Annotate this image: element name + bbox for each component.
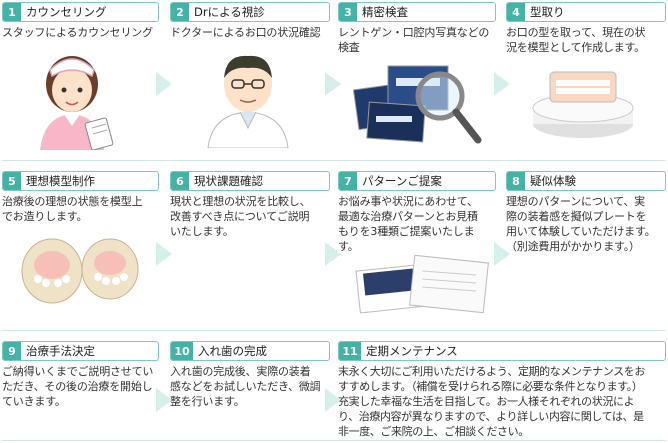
- step-title: 理想模型制作: [26, 174, 95, 188]
- step-description: ご納得いくまでご説明させてい ただき、その後の治療を開始し ていきます。: [2, 365, 154, 408]
- step-description: スタッフによるカウンセリング: [2, 26, 153, 39]
- step-number: 8: [507, 172, 525, 190]
- step-description: ドクターによるお口の状況確認: [170, 26, 321, 39]
- step-header: 11 定期メンテナンス: [338, 341, 666, 361]
- step-number: 10: [171, 342, 193, 360]
- step-header: 3 精密検査: [338, 2, 496, 22]
- nurse-counseling-illustration: [40, 56, 114, 150]
- proposal-documents-illustration: [355, 254, 489, 314]
- step-header: 8 疑似体験: [506, 171, 666, 191]
- impression-tray-illustration: [532, 71, 634, 138]
- step-10: 10 入れ歯の完成 入れ歯の完成後、実際の装着 感などをお試しいただき、微調 整…: [170, 341, 330, 441]
- step-description: お口の型を取って、現在の状 況を模型として作成します。: [506, 26, 646, 54]
- step-number: 11: [339, 342, 361, 360]
- divider: [2, 440, 666, 441]
- step-number: 6: [171, 172, 189, 190]
- step-6: 6 現状課題確認 現状と理想の状況を比較し、 改善すべき点についてご説明 いたし…: [170, 171, 330, 331]
- step-description: 理想のパターンについて、実 際の装着感を擬似プレートを 用いて体験していただけま…: [506, 195, 656, 253]
- step-11: 11 定期メンテナンス 末永く大切にご利用いただけるよう、定期的なメンテナンスを…: [338, 341, 668, 441]
- step-header: 6 現状課題確認: [170, 171, 330, 191]
- step-5: 5 理想模型制作 治療後の理想の状態を模型上 でお造りします。: [2, 171, 162, 331]
- step-description: 入れ歯の完成後、実際の装着 感などをお試しいただき、微調 整を行います。: [170, 365, 321, 408]
- step-header: 4 型取り: [506, 2, 666, 22]
- step-header: 7 パターンご提案: [338, 171, 496, 191]
- flow-arrow: [325, 72, 341, 96]
- step-2: 2 Drによる視診 ドクターによるお口の状況確認: [170, 2, 330, 162]
- step-title: パターンご提案: [362, 174, 442, 188]
- step-description: 治療後の理想の状態を模型上 でお造りします。: [2, 195, 143, 223]
- flow-arrow: [494, 72, 510, 96]
- step-number: 3: [339, 3, 357, 21]
- flow-arrow: [156, 242, 172, 266]
- step-title: カウンセリング: [26, 5, 107, 19]
- step-number: 9: [3, 342, 21, 360]
- step-number: 4: [507, 3, 525, 21]
- step-title: 治療手法決定: [26, 344, 95, 358]
- flow-arrow: [156, 72, 172, 96]
- flow-arrow: [156, 388, 172, 412]
- step-number: 5: [3, 172, 21, 190]
- step-3: 3 精密検査 レントゲン・口腔内写真などの 検査: [338, 2, 498, 162]
- step-description: レントゲン・口腔内写真などの 検査: [338, 26, 490, 54]
- step-9: 9 治療手法決定 ご納得いくまでご説明させてい ただき、その後の治療を開始し て…: [2, 341, 162, 441]
- denture-model-illustration: [21, 238, 139, 304]
- doctor-illustration: [207, 55, 289, 148]
- flow-arrow: [494, 242, 510, 266]
- step-title: 現状課題確認: [194, 174, 263, 188]
- divider: [2, 330, 666, 331]
- flow-arrow: [325, 242, 341, 266]
- xray-magnifier-illustration: [352, 65, 482, 144]
- step-title: 型取り: [530, 5, 565, 19]
- step-7: 7 パターンご提案 お悩み事や状況にあわせて、 最適な治療パターンとお見積 もり…: [338, 171, 498, 331]
- step-4: 4 型取り お口の型を取って、現在の状 況を模型として作成します。: [506, 2, 668, 162]
- step-header: 2 Drによる視診: [170, 2, 330, 22]
- step-number: 7: [339, 172, 357, 190]
- step-title: 精密検査: [362, 5, 408, 19]
- step-title: Drによる視診: [194, 5, 265, 19]
- step-title: 疑似体験: [530, 174, 576, 188]
- step-header: 10 入れ歯の完成: [170, 341, 330, 361]
- step-1: 1 カウンセリング スタッフによるカウンセリング: [2, 2, 159, 162]
- step-title: 定期メンテナンス: [366, 344, 458, 358]
- step-description: 現状と理想の状況を比較し、 改善すべき点についてご説明 いたします。: [170, 195, 311, 238]
- step-header: 1 カウンセリング: [2, 2, 159, 22]
- step-8: 8 疑似体験 理想のパターンについて、実 際の装着感を擬似プレートを 用いて体験…: [506, 171, 668, 331]
- step-header: 9 治療手法決定: [2, 341, 159, 361]
- step-description: 末永く大切にご利用いただけるよう、定期的なメンテナンスをお すすめします。（補償…: [338, 365, 645, 438]
- flow-arrow: [325, 388, 341, 412]
- step-title: 入れ歯の完成: [198, 344, 267, 358]
- step-number: 2: [171, 3, 189, 21]
- divider: [2, 160, 666, 161]
- step-description: お悩み事や状況にあわせて、 最適な治療パターンとお見積 もりを3種類ご提案いたし…: [338, 195, 478, 253]
- step-header: 5 理想模型制作: [2, 171, 159, 191]
- step-number: 1: [3, 3, 21, 21]
